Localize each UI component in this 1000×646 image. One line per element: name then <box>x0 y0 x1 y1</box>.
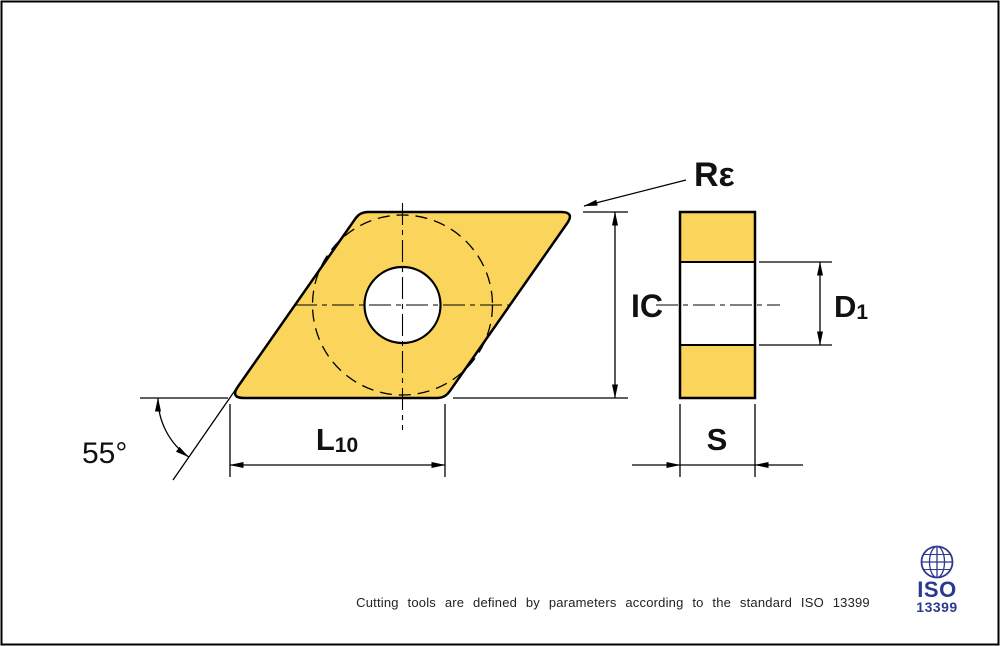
label-inscribed-circle: IC <box>631 288 663 324</box>
dimension-d1: D1 <box>759 261 868 346</box>
front-view <box>233 203 572 430</box>
label-corner-radius: Rε <box>694 156 735 194</box>
label-length: L10 <box>316 422 358 457</box>
footer-caption: Cutting tools are defined by parameters … <box>356 595 870 610</box>
dimension-l10: L10 <box>229 404 446 477</box>
globe-icon <box>920 545 954 579</box>
corner-radius-leader: Rε <box>583 156 735 207</box>
side-view-outline <box>678 210 757 400</box>
angle-arc <box>155 397 190 458</box>
label-thickness: S <box>707 422 728 457</box>
leader-line <box>583 179 687 207</box>
logo-iso-text: ISO <box>917 577 956 602</box>
side-view <box>656 210 780 400</box>
dimension-angle: 55° <box>82 372 248 481</box>
dimension-ic: IC <box>453 211 663 399</box>
edge-extension-line <box>172 372 248 481</box>
side-view-bottom-band <box>679 344 756 399</box>
logo-standard-number: 13399 <box>916 599 957 615</box>
label-hole-diameter: D1 <box>834 289 868 324</box>
dimension-s: S <box>632 404 803 477</box>
label-angle: 55° <box>82 437 127 470</box>
iso-13399-logo: ISO 13399 <box>916 545 957 615</box>
side-view-top-band <box>679 211 756 263</box>
